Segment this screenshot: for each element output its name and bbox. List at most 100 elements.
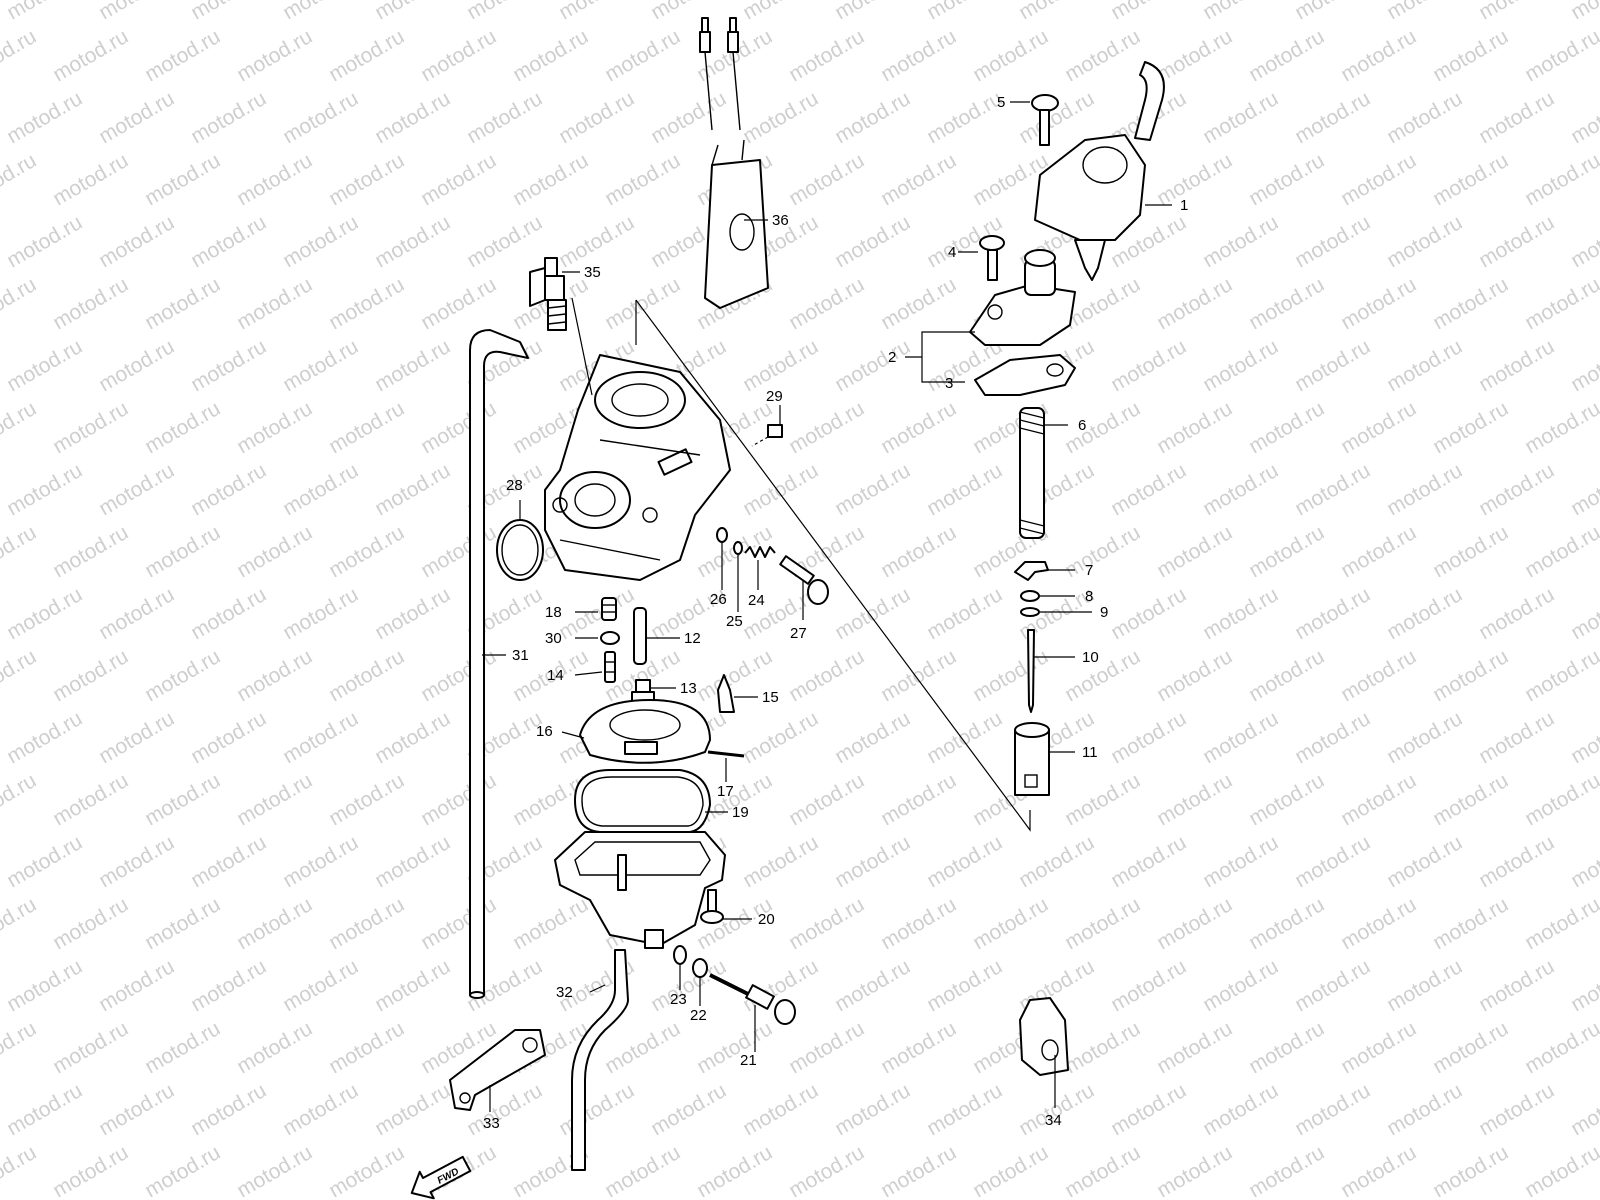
- watermark-text: motod.ru: [187, 707, 270, 768]
- watermark-text: motod.ru: [1337, 1017, 1420, 1078]
- watermark-text: motod.ru: [187, 955, 270, 1016]
- watermark-text: motod.ru: [1199, 0, 1282, 24]
- watermark-text: motod.ru: [371, 707, 454, 768]
- watermark-text: motod.ru: [1567, 0, 1600, 24]
- watermark-text: motod.ru: [0, 521, 40, 582]
- watermark-text: motod.ru: [141, 645, 224, 706]
- watermark-text: motod.ru: [1107, 459, 1190, 520]
- part-7-needle-retainer: [1014, 561, 1049, 581]
- label-19: 19: [732, 804, 749, 821]
- part-6-spring: [1019, 407, 1045, 539]
- watermark-text: motod.ru: [279, 459, 362, 520]
- watermark-text: motod.ru: [95, 955, 178, 1016]
- watermark-text: motod.ru: [279, 0, 362, 24]
- watermark-text: motod.ru: [923, 1079, 1006, 1140]
- watermark-text: motod.ru: [601, 273, 684, 334]
- watermark-text: motod.ru: [1245, 645, 1328, 706]
- watermark-text: motod.ru: [1383, 955, 1466, 1016]
- watermark-text: motod.ru: [0, 769, 40, 830]
- watermark-text: motod.ru: [325, 1017, 408, 1078]
- watermark-text: motod.ru: [877, 149, 960, 210]
- watermark-text: motod.ru: [1199, 955, 1282, 1016]
- watermark-text: motod.ru: [831, 87, 914, 148]
- watermark-text: motod.ru: [279, 831, 362, 892]
- watermark-text: motod.ru: [0, 893, 40, 954]
- watermark-text: motod.ru: [1337, 521, 1420, 582]
- label-36: 36: [772, 212, 789, 229]
- watermark-text: motod.ru: [371, 955, 454, 1016]
- watermark-text: motod.ru: [693, 1017, 776, 1078]
- label-23: 23: [670, 991, 687, 1008]
- watermark-text: motod.ru: [969, 1141, 1052, 1200]
- watermark-text: motod.ru: [3, 583, 86, 644]
- watermark-text: motod.ru: [785, 893, 868, 954]
- watermark-text: motod.ru: [969, 645, 1052, 706]
- watermark-text: motod.ru: [187, 1079, 270, 1140]
- watermark-text: motod.ru: [3, 0, 86, 24]
- watermark-text: motod.ru: [1567, 335, 1600, 396]
- watermark-text: motod.ru: [785, 25, 868, 86]
- watermark-text: motod.ru: [1061, 769, 1144, 830]
- watermark-text: motod.ru: [601, 1017, 684, 1078]
- watermark-text: motod.ru: [1153, 893, 1236, 954]
- part-36-cable-bracket: [699, 17, 769, 309]
- watermark-text: motod.ru: [1429, 149, 1512, 210]
- watermark-text: motod.ru: [555, 87, 638, 148]
- watermark-text: motod.ru: [1429, 521, 1512, 582]
- watermark-text: motod.ru: [1153, 273, 1236, 334]
- callout-labels: 1 2 3 4 5 6 7 8 9 10 11 12 13 14 15 16 1…: [483, 94, 1188, 1132]
- watermark-text: motod.ru: [831, 0, 914, 24]
- part-11-throttle-valve: [1014, 722, 1050, 796]
- label-20: 20: [758, 911, 775, 928]
- label-13: 13: [680, 680, 697, 697]
- watermark-text: motod.ru: [325, 769, 408, 830]
- label-14: 14: [547, 667, 564, 684]
- watermark-text: motod.ru: [739, 707, 822, 768]
- watermark-text: motod.ru: [785, 1017, 868, 1078]
- watermark-text: motod.ru: [877, 25, 960, 86]
- watermark-text: motod.ru: [1567, 87, 1600, 148]
- part-8-e-clip: [1020, 590, 1040, 602]
- watermark-text: motod.ru: [1521, 769, 1600, 830]
- watermark-text: motod.ru: [141, 521, 224, 582]
- watermark-text: motod.ru: [555, 583, 638, 644]
- watermark-text: motod.ru: [1153, 769, 1236, 830]
- watermark-text: motod.ru: [1567, 955, 1600, 1016]
- watermark-text: motod.ru: [1199, 583, 1282, 644]
- watermark-text: motod.ru: [601, 25, 684, 86]
- watermark-text: motod.ru: [1199, 459, 1282, 520]
- watermark-text: motod.ru: [279, 1079, 362, 1140]
- watermark-text: motod.ru: [371, 583, 454, 644]
- part-28-o-ring: [496, 519, 544, 581]
- label-22: 22: [690, 1007, 707, 1024]
- label-25: 25: [726, 613, 743, 630]
- watermark-text: motod.ru: [1429, 769, 1512, 830]
- watermark-text: motod.ru: [1107, 1079, 1190, 1140]
- watermark-text: motod.ru: [417, 769, 500, 830]
- part-17-float-pin: [707, 750, 745, 758]
- watermark-text: motod.ru: [187, 459, 270, 520]
- watermark-text: motod.ru: [187, 583, 270, 644]
- watermark-text: motod.ru: [3, 831, 86, 892]
- watermark-text: motod.ru: [371, 459, 454, 520]
- watermark-text: motod.ru: [187, 831, 270, 892]
- watermark-text: motod.ru: [877, 893, 960, 954]
- watermark-text: motod.ru: [923, 0, 1006, 24]
- watermark-text: motod.ru: [1291, 1079, 1374, 1140]
- label-29: 29: [766, 388, 783, 405]
- part-20-screw: [700, 889, 724, 924]
- part-31-vent-tube: [469, 329, 529, 999]
- watermark-text: motod.ru: [1475, 831, 1558, 892]
- watermark-text: motod.ru: [647, 1079, 730, 1140]
- watermark-text: motod.ru: [0, 397, 40, 458]
- label-17: 17: [717, 783, 734, 800]
- watermark-text: motod.ru: [141, 25, 224, 86]
- watermark-text: motod.ru: [1475, 87, 1558, 148]
- watermark-text: motod.ru: [325, 521, 408, 582]
- watermark-text: motod.ru: [831, 1079, 914, 1140]
- watermark-text: motod.ru: [233, 769, 316, 830]
- watermark-text: motod.ru: [1061, 1141, 1144, 1200]
- watermark-text: motod.ru: [877, 521, 960, 582]
- watermark-text: motod.ru: [1429, 1017, 1512, 1078]
- watermark-text: motod.ru: [371, 1079, 454, 1140]
